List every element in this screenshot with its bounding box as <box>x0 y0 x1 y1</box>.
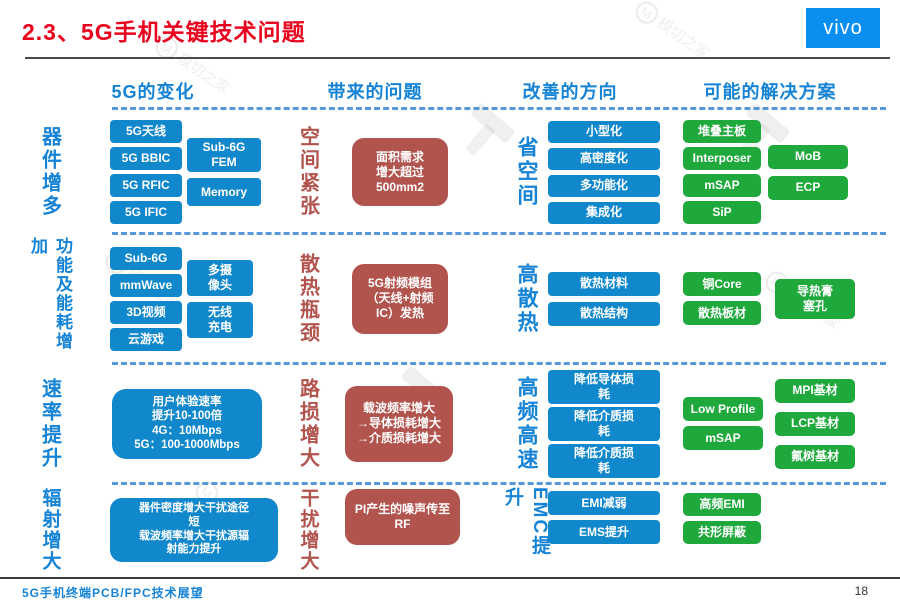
changes-column-1: 器件密度增大干扰途径 短 载波频率增大干扰源辐 射能力提升 <box>110 487 278 572</box>
column-header-direction: 改善的方向 <box>522 82 618 102</box>
changes-column-1: Sub-6G mmWave 3D视频 云游戏 <box>110 237 182 360</box>
direction-column: 散热材料 散热结构 <box>548 237 660 360</box>
problem-column: PI产生的噪声传至 RF <box>345 487 460 572</box>
direction-label: 高散热 <box>515 262 538 335</box>
solution-box: 铜Core <box>683 272 761 296</box>
direction-box: 降低介质损 耗 <box>548 443 660 478</box>
problem-box: PI产生的噪声传至 RF <box>345 489 460 545</box>
direction-box: 小型化 <box>548 120 660 143</box>
change-box: Memory <box>187 178 261 206</box>
direction-box: EMS提升 <box>548 520 660 544</box>
changes-column-2: Sub-6G FEM Memory <box>187 113 261 231</box>
direction-box: 散热材料 <box>548 271 660 296</box>
solution-box: 氟树基材 <box>775 444 855 469</box>
direction-box: EMI减弱 <box>548 491 660 515</box>
solution-box: ECP <box>768 175 848 200</box>
problem-box: 5G射频模组 （天线+射频 IC）发热 <box>352 263 448 334</box>
solution-box: 导热膏 塞孔 <box>775 278 855 319</box>
solutions-column-2: 导热膏 塞孔 <box>775 237 855 360</box>
footer-title: 5G手机终端PCB/FPC技术展望 <box>22 586 204 600</box>
row-speed: 速率提升 用户体验速率 提升10-100倍 4G：10Mbps 5G：100-1… <box>0 367 900 480</box>
direction-box: 散热结构 <box>548 301 660 326</box>
solutions-column-2: MPI基材 LCP基材 氟树基材 <box>775 367 855 480</box>
change-box: 多摄 像头 <box>187 259 253 296</box>
change-box: 5G BBIC <box>110 147 182 170</box>
row-category-label: 功能及能耗增加 <box>28 237 72 351</box>
title-divider <box>25 57 890 59</box>
direction-box: 集成化 <box>548 201 660 224</box>
solution-box: MPI基材 <box>775 378 855 403</box>
direction-label: EMC提升 <box>502 487 550 557</box>
solution-box: Interposer <box>683 147 761 170</box>
row-devices: 器件增多 5G天线 5G BBIC 5G RFIC 5G IFIC Sub-6G… <box>0 113 900 231</box>
solution-box: SiP <box>683 201 761 224</box>
problem-column: 载波频率增大 →导体损耗增大 →介质损耗增大 <box>345 367 453 480</box>
problem-box: 载波频率增大 →导体损耗增大 →介质损耗增大 <box>345 385 453 462</box>
direction-box: 降低导体损 耗 <box>548 369 660 404</box>
problem-box: 面积需求 增大超过 500mm2 <box>352 138 448 206</box>
solutions-column-1: 铜Core 散热板材 <box>683 237 761 360</box>
problem-column: 面积需求 增大超过 500mm2 <box>352 113 448 231</box>
solutions-column-1: Low Profile mSAP <box>683 367 763 480</box>
column-header-changes: 5G的变化 <box>111 82 195 102</box>
row-category-label: 速率提升 <box>38 377 61 470</box>
row-divider <box>112 232 886 235</box>
column-header-problems: 带来的问题 <box>327 82 423 102</box>
solutions-column-2: MoB ECP <box>768 113 848 231</box>
footer-divider <box>0 577 900 579</box>
page-number: 18 <box>854 584 868 598</box>
direction-box: 多功能化 <box>548 174 660 197</box>
change-box: 3D视频 <box>110 300 182 324</box>
change-box: 无线 充电 <box>187 301 253 338</box>
direction-label: 省空间 <box>515 136 538 208</box>
column-header-solutions: 可能的解决方案 <box>703 82 837 102</box>
direction-column: EMI减弱 EMS提升 <box>548 487 660 572</box>
change-box: 器件密度增大干扰途径 短 载波频率增大干扰源辐 射能力提升 <box>110 497 278 562</box>
change-box: 5G IFIC <box>110 201 182 224</box>
solution-box: 高频EMI <box>683 493 761 516</box>
problem-label: 散热瓶颈 <box>296 252 319 345</box>
changes-column-1: 用户体验速率 提升10-100倍 4G：10Mbps 5G：100-1000Mb… <box>112 367 262 480</box>
row-divider <box>112 107 886 110</box>
problem-column: 5G射频模组 （天线+射频 IC）发热 <box>352 237 448 360</box>
page-title: 2.3、5G手机关键技术问题 <box>22 19 306 45</box>
change-box: 用户体验速率 提升10-100倍 4G：10Mbps 5G：100-1000Mb… <box>112 388 262 459</box>
direction-box: 降低介质损 耗 <box>548 406 660 441</box>
change-box: 云游戏 <box>110 327 182 351</box>
change-box: Sub-6G <box>110 246 182 270</box>
solution-box: mSAP <box>683 174 761 197</box>
problem-label: 空间紧张 <box>296 126 319 218</box>
direction-label: 高频高速 <box>515 375 538 472</box>
watermark: M模切之家 <box>631 0 714 65</box>
row-divider <box>112 482 886 485</box>
solution-box: MoB <box>768 144 848 169</box>
problem-label: 路损增大 <box>296 377 319 470</box>
solutions-column-1: 高频EMI 共形屏蔽 <box>683 487 761 572</box>
direction-box: 高密度化 <box>548 147 660 170</box>
row-radiation: 辐射增大 器件密度增大干扰途径 短 载波频率增大干扰源辐 射能力提升 干扰增大 … <box>0 487 900 572</box>
changes-column-2: 多摄 像头 无线 充电 <box>187 237 253 360</box>
direction-column: 小型化 高密度化 多功能化 集成化 <box>548 113 660 231</box>
solution-box: mSAP <box>683 426 763 450</box>
solutions-column-1: 堆叠主板 Interposer mSAP SiP <box>683 113 761 231</box>
direction-column: 降低导体损 耗 降低介质损 耗 降低介质损 耗 <box>548 367 660 480</box>
row-category-label: 器件增多 <box>38 126 61 218</box>
change-box: 5G RFIC <box>110 174 182 197</box>
solution-box: 堆叠主板 <box>683 120 761 143</box>
vivo-logo: vivo <box>806 8 880 48</box>
change-box: 5G天线 <box>110 120 182 143</box>
solution-box: 散热板材 <box>683 301 761 325</box>
solution-box: LCP基材 <box>775 411 855 436</box>
problem-label: 干扰增大 <box>297 487 319 572</box>
row-category-label: 辐射增大 <box>39 487 61 572</box>
change-box: Sub-6G FEM <box>187 138 261 172</box>
row-divider <box>112 362 886 365</box>
change-box: mmWave <box>110 273 182 297</box>
solution-box: Low Profile <box>683 397 763 421</box>
solution-box: 共形屏蔽 <box>683 521 761 544</box>
row-power: 功能及能耗增加 Sub-6G mmWave 3D视频 云游戏 多摄 像头 无线 … <box>0 237 900 360</box>
changes-column-1: 5G天线 5G BBIC 5G RFIC 5G IFIC <box>110 113 182 231</box>
watermark-logo-icon: M <box>631 0 663 28</box>
